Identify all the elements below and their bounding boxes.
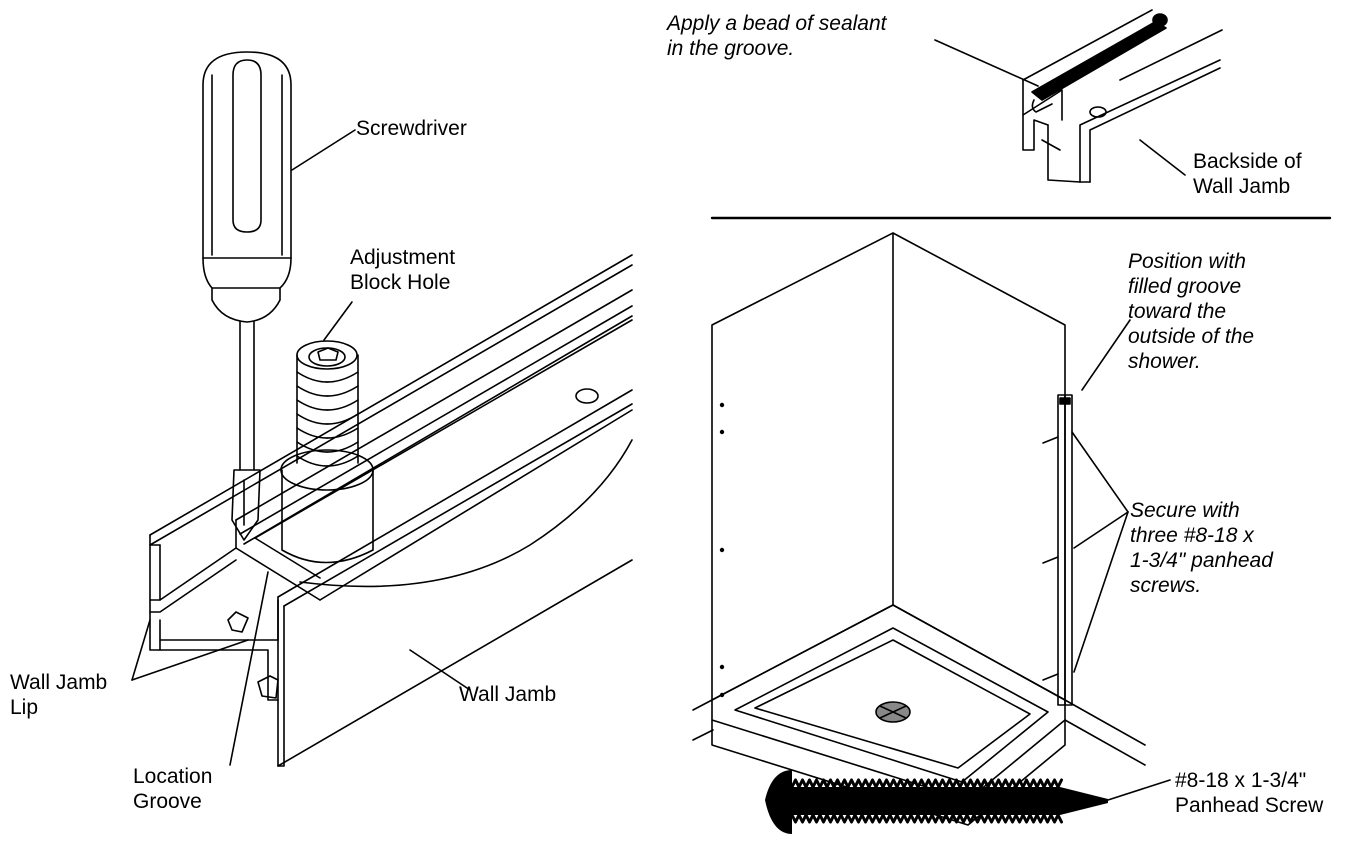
- position-line-2: filled groove: [1128, 275, 1242, 298]
- sealant-jamb-illustration: [1022, 9, 1223, 183]
- backside-line-2: Wall Jamb: [1193, 175, 1291, 198]
- backside-wall-jamb-label: Backside of Wall Jamb: [1193, 149, 1302, 199]
- position-line-3: toward the: [1128, 300, 1227, 323]
- lip-label-line-1: Wall Jamb: [10, 671, 108, 694]
- position-line-1: Position with: [1128, 250, 1246, 273]
- secure-line-2: three #8-18 x: [1130, 524, 1254, 547]
- screw-label-line-2: Panhead Screw: [1175, 794, 1324, 817]
- secure-instruction: Secure with three #8-18 x 1-3/4" panhead…: [1130, 498, 1273, 598]
- wall-jamb-illustration: [149, 254, 633, 767]
- position-line-4: outside of the: [1128, 325, 1255, 348]
- backside-leader-line: [1139, 139, 1186, 176]
- secure-line-3: 1-3/4" panhead: [1130, 549, 1273, 572]
- screwdriver-label: Screwdriver: [356, 117, 467, 140]
- shower-enclosure-illustration: [692, 232, 1146, 826]
- secure-line-4: screws.: [1130, 574, 1202, 597]
- wall-jamb-label: Wall Jamb: [459, 683, 557, 706]
- right-leader-lines: [1071, 319, 1171, 801]
- groove-label-line-1: Location: [133, 765, 213, 788]
- sealant-leader-line: [934, 39, 1039, 87]
- screw-label-line-1: #8-18 x 1-3/4": [1175, 769, 1307, 792]
- wall-jamb-lip-label: Wall Jamb Lip: [10, 670, 107, 720]
- screwdriver-illustration: [202, 51, 292, 541]
- location-groove-label: Location Groove: [133, 764, 212, 814]
- position-line-5: shower.: [1128, 350, 1201, 373]
- panhead-screw-label: #8-18 x 1-3/4" Panhead Screw: [1175, 768, 1323, 818]
- adjustment-block-hole-label: Adjustment Block Hole: [350, 245, 455, 295]
- sealant-line-2: in the groove.: [667, 37, 795, 60]
- secure-line-1: Secure with: [1130, 499, 1240, 522]
- groove-label-line-2: Groove: [133, 790, 202, 813]
- panhead-screw-illustration: [765, 770, 1108, 834]
- adjustment-label-line-2: Block Hole: [350, 271, 451, 294]
- lip-label-line-2: Lip: [10, 696, 39, 719]
- sealant-line-1: Apply a bead of sealant: [667, 12, 887, 35]
- backside-line-1: Backside of: [1193, 150, 1302, 173]
- left-leader-lines: [131, 129, 471, 766]
- adjustment-label-line-1: Adjustment: [350, 246, 456, 269]
- position-instruction: Position with filled groove toward the o…: [1128, 249, 1254, 374]
- sealant-instruction: Apply a bead of sealant in the groove.: [667, 11, 887, 61]
